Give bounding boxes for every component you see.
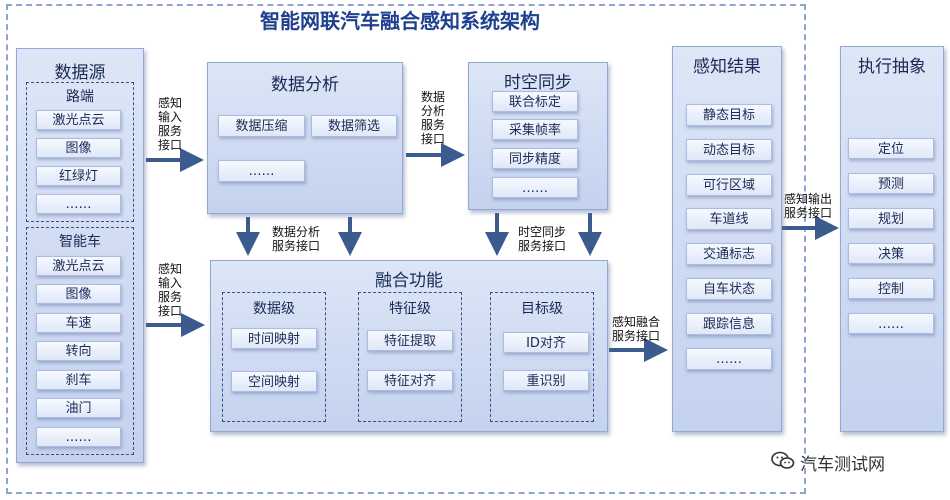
exec-item: 预测 — [848, 173, 934, 194]
watermark-text: 汽车测试网 — [800, 455, 885, 475]
fusion-title: 融合功能 — [375, 271, 443, 291]
sync-service-label: 时空同步 服务接口 — [518, 225, 567, 253]
perception-output-label: 感知输出 服务接口 — [784, 192, 833, 220]
road-item: 图像 — [36, 138, 121, 158]
feature-level-title: 特征级 — [389, 301, 431, 317]
result-item: 自车状态 — [686, 278, 772, 300]
fusion-data-item: 空间映射 — [231, 371, 317, 392]
perception-result-title: 感知结果 — [693, 57, 761, 77]
data-analysis-panel — [207, 62, 403, 214]
time-space-sync-title: 时空同步 — [504, 73, 572, 93]
vehicle-item: …… — [36, 427, 121, 447]
exec-item: 定位 — [848, 138, 934, 159]
road-item: 激光点云 — [36, 110, 121, 130]
vehicle-item: 转向 — [36, 341, 121, 361]
data-source-title: 数据源 — [54, 63, 106, 83]
sync-item: …… — [492, 177, 578, 198]
data-analysis-title: 数据分析 — [271, 75, 339, 95]
exec-item: 控制 — [848, 278, 934, 299]
result-item: …… — [686, 348, 772, 370]
road-item: …… — [36, 194, 121, 214]
analysis-item: 数据筛选 — [311, 115, 397, 137]
vehicle-group — [26, 227, 134, 455]
sync-item: 联合标定 — [492, 91, 578, 112]
result-item: 跟踪信息 — [686, 313, 772, 335]
sync-item: 同步精度 — [492, 148, 578, 169]
vehicle-item: 车速 — [36, 313, 121, 333]
exec-item: 规划 — [848, 208, 934, 229]
data-level-group — [222, 292, 326, 422]
road-item: 红绿灯 — [36, 166, 121, 186]
vehicle-item: 刹车 — [36, 370, 121, 390]
fusion-service-label: 感知融合 服务接口 — [612, 315, 661, 343]
road-title: 路端 — [66, 89, 94, 105]
result-item: 交通标志 — [686, 243, 772, 265]
analysis-service-label: 数据分析 服务接口 — [272, 225, 321, 253]
result-item: 车道线 — [686, 208, 772, 230]
exec-item: …… — [848, 313, 934, 334]
system-boundary — [6, 4, 806, 494]
road-group — [26, 82, 134, 222]
result-item: 动态目标 — [686, 139, 772, 161]
fusion-target-item: ID对齐 — [503, 332, 589, 353]
vehicle-item: 激光点云 — [36, 256, 121, 276]
vehicle-title: 智能车 — [59, 234, 101, 250]
perception-input-label-upper: 感知 输入 服务 接口 — [158, 96, 183, 152]
result-item: 可行区域 — [686, 174, 772, 196]
data-level-title: 数据级 — [253, 301, 295, 317]
target-level-group — [490, 292, 594, 422]
target-level-title: 目标级 — [521, 301, 563, 317]
result-item: 静态目标 — [686, 104, 772, 126]
analysis-output-label: 数据 分析 服务 接口 — [421, 90, 446, 146]
fusion-target-item: 重识别 — [503, 370, 589, 391]
feature-level-group — [358, 292, 462, 422]
vehicle-item: 图像 — [36, 284, 121, 304]
exec-item: 决策 — [848, 243, 934, 264]
sync-item: 采集帧率 — [492, 119, 578, 140]
page-title: 智能网联汽车融合感知系统架构 — [260, 9, 540, 33]
fusion-data-item: 时间映射 — [231, 328, 317, 349]
analysis-item: …… — [218, 160, 305, 182]
execution-abstraction-panel — [840, 46, 944, 432]
analysis-item: 数据压缩 — [218, 115, 305, 137]
fusion-feature-item: 特征提取 — [367, 330, 453, 351]
wechat-icon — [770, 448, 796, 474]
vehicle-item: 油门 — [36, 398, 121, 418]
fusion-feature-item: 特征对齐 — [367, 370, 453, 391]
perception-input-label-lower: 感知 输入 服务 接口 — [158, 262, 183, 318]
execution-abstraction-title: 执行抽象 — [858, 57, 926, 77]
